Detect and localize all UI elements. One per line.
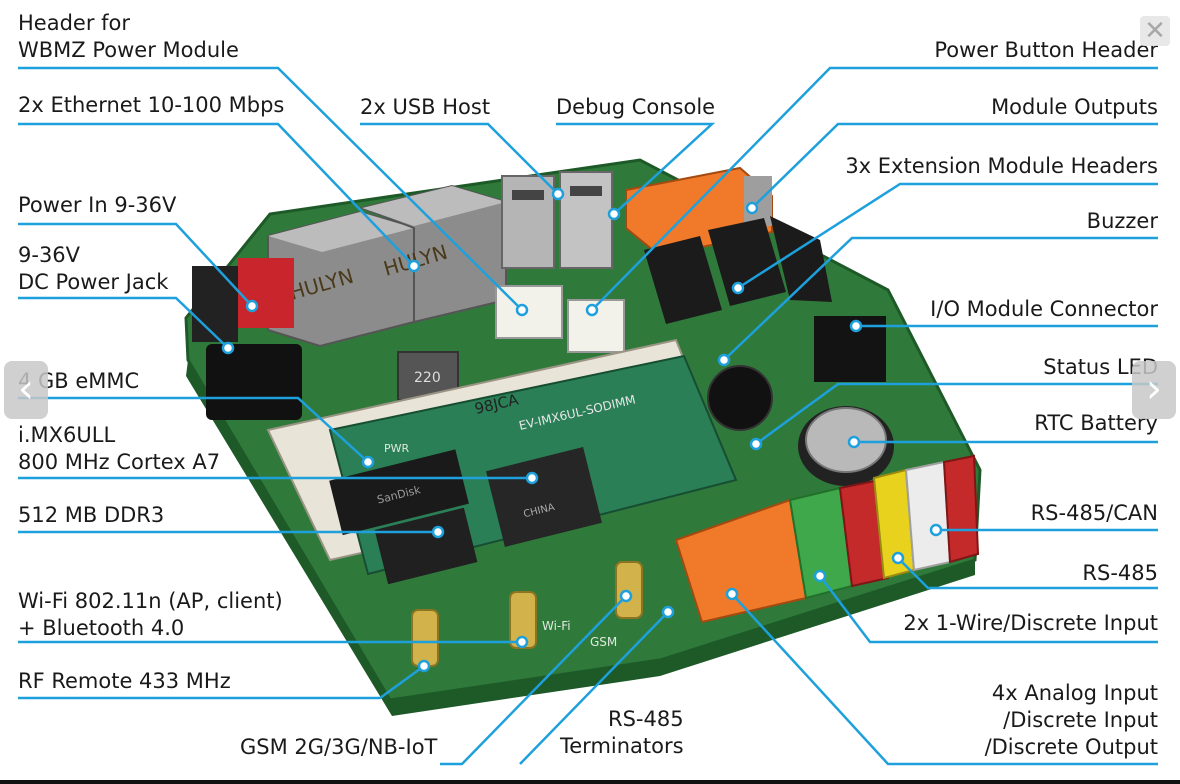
buzzer-body	[707, 365, 773, 431]
callout-line-extension	[737, 182, 1158, 290]
callout-line-power-button	[591, 66, 1158, 311]
gsm-silk: GSM	[590, 635, 617, 649]
pwr-silk: PWR	[384, 442, 410, 455]
close-icon: ✕	[1144, 16, 1166, 46]
callout-dot-rs485	[891, 551, 905, 565]
label-usb-host: 2x USB Host	[360, 95, 491, 119]
callout-line-debug	[556, 122, 716, 215]
pcb-edge	[186, 360, 975, 716]
previous-button[interactable]: ‹	[4, 361, 48, 419]
callout-line-rf	[18, 664, 425, 700]
label-ethernet: 2x Ethernet 10-100 Mbps	[18, 93, 285, 117]
label-ddr3: 512 MB DDR3	[18, 503, 165, 527]
callout-dot-extension	[731, 281, 745, 295]
terminal-blocks	[674, 454, 980, 624]
callout-dot-status-led	[749, 437, 763, 451]
label-rs485-can: RS-485/CAN	[1030, 501, 1158, 525]
rtc-battery	[798, 406, 894, 486]
ddr3-chip	[374, 507, 478, 585]
emmc-chip	[329, 449, 469, 536]
label-cpu: i.MX6ULL 800 MHz Cortex A7	[18, 423, 221, 474]
chevron-left-icon: ‹	[18, 366, 34, 412]
label-header-wbmz: Header for WBMZ Power Module	[18, 11, 239, 62]
label-power-button-header: Power Button Header	[934, 38, 1158, 62]
callout-dot-rf	[417, 659, 431, 673]
callout-dot-header-wbmz	[515, 303, 529, 317]
callout-line-analog	[731, 593, 1158, 766]
callout-dot-rs485-can	[929, 523, 943, 537]
callout-dot-cpu	[525, 471, 539, 485]
callout-dot-onewire	[813, 569, 827, 583]
callout-line-onewire	[819, 575, 1158, 644]
cpu-chip	[486, 447, 602, 547]
label-rs485-terminators: RS-485 Terminators	[560, 707, 684, 758]
callout-line-rs485	[897, 557, 1158, 590]
power-in-connector	[192, 258, 294, 342]
callout-line-header-wbmz	[18, 66, 523, 311]
callout-line-terminators	[519, 611, 669, 765]
label-wifi-bt: Wi-Fi 802.11n (AP, client) + Bluetooth 4…	[18, 589, 283, 640]
label-buzzer: Buzzer	[1086, 209, 1158, 233]
callout-line-usb	[360, 122, 559, 195]
callout-line-dc-jack	[18, 296, 229, 349]
label-module-outputs: Module Outputs	[991, 95, 1158, 119]
callout-dot-rtc	[847, 435, 861, 449]
label-analog-input: 4x Analog Input /Discrete Input /Discret…	[984, 681, 1158, 759]
close-button[interactable]: ✕	[1140, 16, 1170, 46]
callout-line-power-in	[18, 222, 253, 307]
callout-dot-ddr3	[431, 525, 445, 539]
callout-dot-power-in	[245, 299, 259, 313]
callout-line-buzzer	[723, 236, 1158, 361]
callout-dot-terminators	[661, 605, 675, 619]
callout-dot-ethernet	[407, 259, 421, 273]
label-rf-remote: RF Remote 433 MHz	[18, 669, 231, 693]
ethernet-jacks: HULYN HULYN	[267, 184, 507, 348]
callout-dot-debug	[607, 207, 621, 221]
usb-host-ports	[501, 171, 613, 269]
callout-dot-dc-jack	[221, 341, 235, 355]
callout-line-gsm	[440, 595, 627, 766]
callout-line-ethernet	[18, 122, 415, 267]
label-debug-console: Debug Console	[556, 95, 716, 119]
bottom-edge-bar	[0, 780, 1180, 784]
callout-dot-emmc	[361, 455, 375, 469]
callout-line-status-led	[755, 382, 1158, 446]
label-dc-jack: 9-36V DC Power Jack	[18, 243, 169, 294]
callout-dot-io	[849, 319, 863, 333]
callout-dot-analog	[725, 587, 739, 601]
next-button[interactable]: ›	[1132, 361, 1176, 419]
label-onewire: 2x 1-Wire/Discrete Input	[903, 611, 1158, 635]
callout-dot-buzzer	[717, 353, 731, 367]
label-power-in: Power In 9-36V	[18, 193, 177, 217]
wifi-silk: Wi-Fi	[542, 619, 571, 633]
callout-dot-wifi	[515, 635, 529, 649]
antenna-connectors	[411, 561, 643, 667]
label-gsm: GSM 2G/3G/NB-IoT	[240, 735, 438, 759]
label-rs485: RS-485	[1082, 561, 1158, 585]
label-io-connector: I/O Module Connector	[930, 297, 1158, 321]
callout-dot-power-button	[585, 303, 599, 317]
callout-line-module-outputs	[751, 122, 1158, 209]
callout-dot-module-outputs	[745, 201, 759, 215]
callout-dot-gsm	[619, 589, 633, 603]
callout-line-emmc	[18, 396, 369, 463]
extension-headers	[644, 216, 832, 324]
dc-jack-body	[206, 344, 302, 420]
chevron-right-icon: ›	[1146, 366, 1162, 412]
label-extension-headers: 3x Extension Module Headers	[845, 154, 1158, 178]
callout-dot-usb	[551, 187, 565, 201]
inductor-mark: 220	[414, 370, 441, 386]
